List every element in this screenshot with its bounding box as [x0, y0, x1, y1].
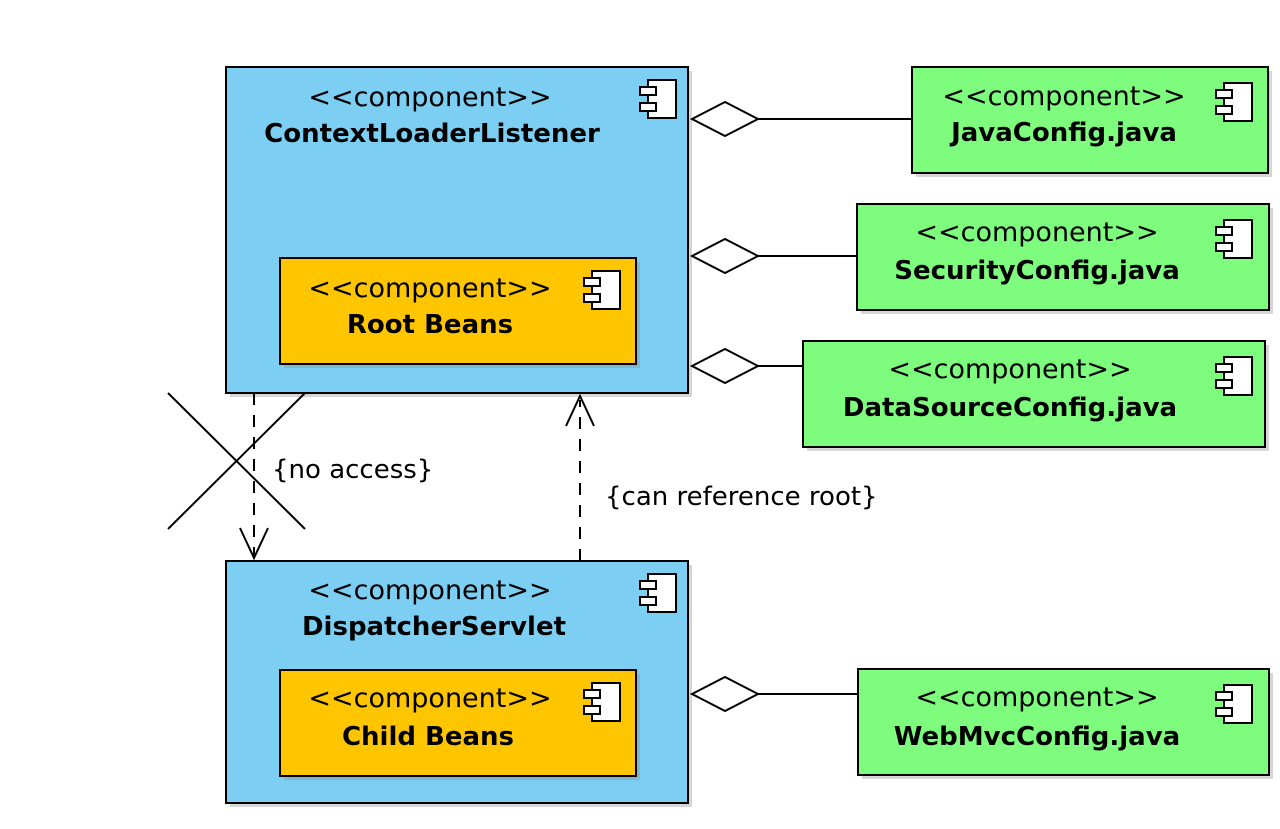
stereotype-label: <<component>> — [308, 273, 551, 304]
aggregation-webmvc-config — [689, 675, 858, 713]
open-arrowhead — [239, 527, 269, 561]
open-arrowhead — [565, 393, 595, 427]
component-name: ContextLoaderListener — [264, 119, 600, 149]
stereotype-label: <<component>> — [915, 682, 1158, 713]
component-name: Child Beans — [342, 722, 514, 752]
stereotype-label: <<component>> — [942, 81, 1185, 112]
aggregation-security-config — [689, 237, 857, 275]
component-datasource-config[interactable]: <<component>> DataSourceConfig.java — [802, 340, 1269, 451]
component-name: Root Beans — [347, 310, 513, 340]
component-security-config[interactable]: <<component>> SecurityConfig.java — [856, 203, 1273, 314]
aggregation-diamond — [689, 675, 761, 713]
stereotype-label: <<component>> — [308, 82, 551, 113]
aggregation-datasource-config — [689, 347, 803, 385]
component-webmvc-config[interactable]: <<component>> WebMvcConfig.java — [857, 668, 1273, 779]
component-context-loader-listener[interactable]: <<component>> ContextLoaderListener — [225, 66, 692, 397]
stereotype-label: <<component>> — [308, 683, 551, 714]
component-child-beans[interactable]: <<component>> Child Beans — [279, 669, 640, 780]
component-name: WebMvcConfig.java — [894, 722, 1180, 752]
stereotype-label: <<component>> — [308, 575, 551, 606]
aggregation-java-config — [689, 100, 912, 138]
dependency-no-access — [167, 392, 306, 561]
component-name: DataSourceConfig.java — [843, 393, 1177, 423]
stereotype-label: <<component>> — [888, 354, 1131, 385]
cross-mark — [167, 392, 306, 530]
aggregation-diamond — [689, 100, 761, 138]
component-name: DispatcherServlet — [302, 612, 566, 642]
can-reference-root-label: {can reference root} — [605, 482, 878, 512]
component-name: JavaConfig.java — [949, 118, 1177, 148]
component-java-config[interactable]: <<component>> JavaConfig.java — [911, 66, 1272, 177]
stereotype-label: <<component>> — [915, 217, 1158, 248]
no-access-label: {no access} — [272, 455, 433, 485]
aggregation-diamond — [689, 237, 761, 275]
component-name: SecurityConfig.java — [894, 256, 1180, 286]
component-root-beans[interactable]: <<component>> Root Beans — [279, 257, 640, 368]
aggregation-diamond — [689, 347, 761, 385]
dependency-can-reference-root — [565, 393, 595, 561]
